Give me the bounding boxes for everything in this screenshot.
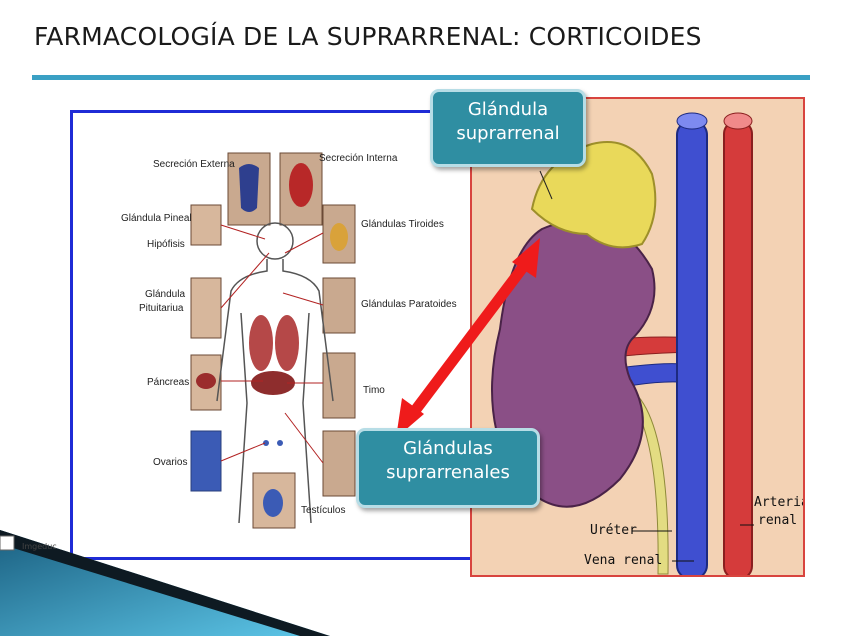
- label-ovaries: Ovarios: [153, 457, 188, 468]
- label-hypophysis: Hipófisis: [147, 239, 185, 250]
- label-renal-vein: Vena renal: [584, 553, 663, 568]
- callout-adrenal-gland: Glándula suprarrenal: [430, 89, 586, 167]
- vena-cava: [676, 120, 708, 575]
- decorative-swoosh: [0, 530, 330, 636]
- ureter: [629, 395, 669, 575]
- label-external-secretion: Secreción Externa: [153, 159, 235, 170]
- label-thymus: Timo: [363, 385, 385, 396]
- label-pituitariua: Pituitariua: [139, 303, 184, 314]
- thumb-pineal: [190, 204, 222, 246]
- label-pineal: Glándula Pineal: [121, 213, 192, 224]
- callout-bottom-line2: suprarrenales: [386, 462, 510, 483]
- label-pancreas: Páncreas: [147, 377, 190, 388]
- label-ureter: Uréter: [590, 523, 637, 538]
- lung-right: [275, 315, 299, 371]
- human-body-outline: [216, 222, 334, 524]
- slide-title: FARMACOLOGÍA DE LA SUPRARRENAL: CORTICOI…: [34, 22, 702, 51]
- callout-top-pointer: [539, 170, 553, 200]
- callout-adrenal-glands: Glándulas suprarrenales: [356, 428, 540, 508]
- label-glandula: Glándula: [145, 289, 186, 300]
- thumb-ovaries: [190, 430, 222, 492]
- thumb-pituitary: [190, 277, 222, 339]
- thumb-parathyroid: [322, 277, 356, 334]
- pointer-lines: [220, 224, 324, 464]
- label-renal-artery-1: Arteria: [754, 495, 805, 510]
- lung-left: [249, 315, 273, 371]
- callout-top-line1: Glándula: [467, 99, 549, 120]
- label-renal-artery-2: renal: [758, 513, 798, 528]
- label-thyroid: Glándulas Tiroides: [361, 219, 444, 230]
- label-internal-secretion: Secreción Interna: [319, 153, 398, 164]
- callout-bottom-line1: Glándulas: [403, 438, 493, 459]
- thumb-testes-right: [322, 430, 356, 497]
- label-testicles: Testículos: [301, 505, 346, 516]
- label-parathyroid: Glándulas Paratoides: [361, 299, 457, 310]
- aorta: [723, 120, 753, 575]
- endocrine-diagram-illustration: [190, 152, 356, 529]
- title-underline: [32, 75, 810, 80]
- footer-small-text: Imgeduc: [22, 542, 57, 551]
- callout-top-line2: suprarrenal: [456, 123, 560, 144]
